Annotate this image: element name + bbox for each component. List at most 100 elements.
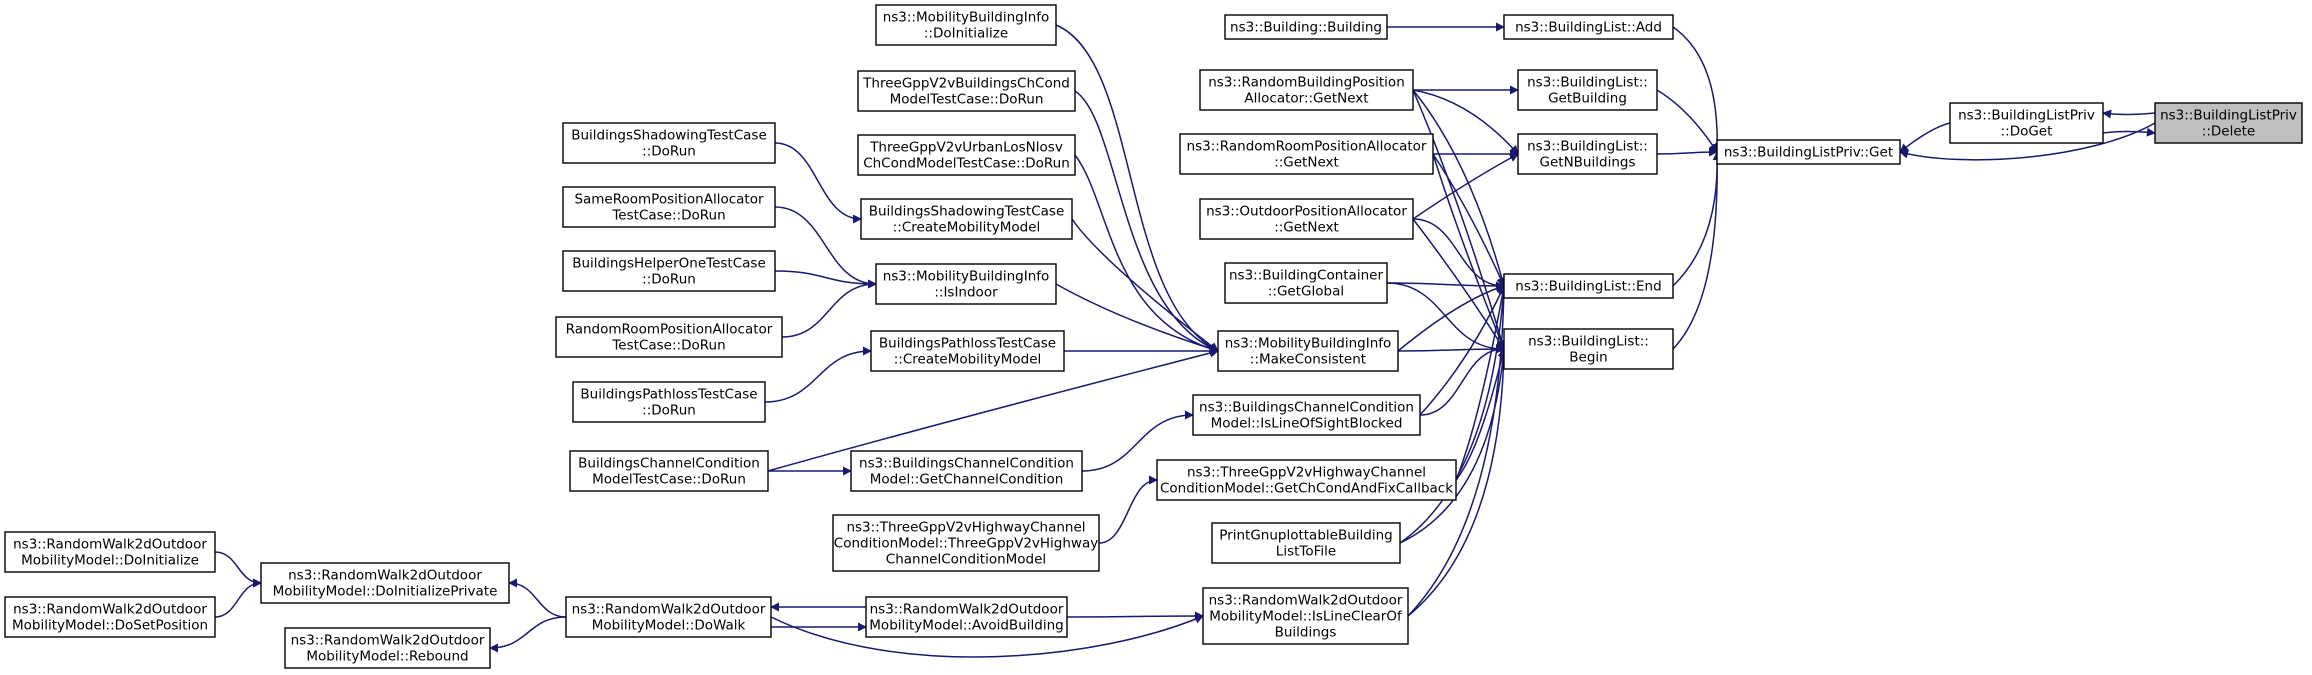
node-bl_getbuilding[interactable]: ns3::BuildingList::GetBuilding: [1517, 69, 1658, 111]
node-bpt_run[interactable]: BuildingsPathlossTestCase::DoRun: [572, 381, 766, 423]
node-rrpa_run[interactable]: RandomRoomPositionAllocatorTestCase::DoR…: [555, 316, 783, 358]
node-bc_global[interactable]: ns3::BuildingContainer::GetGlobal: [1224, 262, 1388, 304]
node-bhot_run[interactable]: BuildingsHelperOneTestCase::DoRun: [562, 250, 776, 292]
node-box[interactable]: [1202, 587, 1409, 645]
node-label: BuildingsHelperOneTestCase: [572, 256, 766, 272]
node-label: ::DoGet: [2001, 124, 2053, 140]
node-box[interactable]: [875, 263, 1057, 305]
node-box[interactable]: [857, 134, 1076, 176]
node-hw_getch[interactable]: ns3::ThreeGppV2vHighwayChannelConditionM…: [1156, 459, 1457, 501]
node-box[interactable]: [860, 198, 1073, 240]
node-bpt_cmm[interactable]: BuildingsPathlossTestCase::CreateMobilit…: [870, 330, 1065, 372]
node-bccm_getcc[interactable]: ns3::BuildingsChannelConditionModel::Get…: [850, 450, 1083, 492]
node-box[interactable]: [2154, 102, 2303, 144]
node-box[interactable]: [832, 514, 1100, 572]
edge-mbi_doinit-to-mbi_make: [1055, 24, 1219, 352]
node-rw_avoid[interactable]: ns3::RandomWalk2dOutdoorMobilityModel::A…: [865, 596, 1068, 638]
node-mbi_doinit[interactable]: ns3::MobilityBuildingInfo::DoInitialize: [875, 4, 1057, 46]
node-box[interactable]: [857, 70, 1076, 112]
node-bst_run[interactable]: BuildingsShadowingTestCase::DoRun: [562, 122, 776, 164]
node-box[interactable]: [572, 381, 766, 423]
node-label: ::DoRun: [642, 144, 696, 160]
node-rw_doinit[interactable]: ns3::RandomWalk2dOutdoorMobilityModel::D…: [4, 531, 216, 573]
node-opa_next[interactable]: ns3::OutdoorPositionAllocator::GetNext: [1199, 198, 1414, 240]
node-label: ListToFile: [1276, 544, 1336, 560]
node-box[interactable]: [569, 450, 769, 492]
node-rw_clear[interactable]: ns3::RandomWalk2dOutdoorMobilityModel::I…: [1202, 587, 1409, 645]
node-box[interactable]: [1949, 102, 2104, 144]
edge-rrpa_run-to-mbi_indoor: [781, 279, 877, 338]
node-label: BuildingsPathlossTestCase: [580, 387, 757, 403]
node-box[interactable]: [565, 596, 772, 638]
node-box[interactable]: [562, 122, 776, 164]
node-rrpa_next[interactable]: ns3::RandomRoomPositionAllocator::GetNex…: [1179, 133, 1434, 175]
node-box[interactable]: [1224, 14, 1388, 40]
node-rw_dip[interactable]: ns3::RandomWalk2dOutdoorMobilityModel::D…: [260, 562, 510, 604]
node-label: TestCase::DoRun: [611, 208, 725, 224]
node-box[interactable]: [1517, 133, 1658, 175]
node-tgv_bld[interactable]: ThreeGppV2vBuildingsChCondModelTestCase:…: [857, 70, 1076, 112]
node-box[interactable]: [1503, 273, 1674, 299]
node-bst_cmm[interactable]: BuildingsShadowingTestCase::CreateMobili…: [860, 198, 1073, 240]
node-box[interactable]: [1199, 69, 1414, 111]
node-hw_ctor[interactable]: ns3::ThreeGppV2vHighwayChannelConditionM…: [832, 514, 1100, 572]
node-box[interactable]: [284, 627, 491, 669]
node-box[interactable]: [562, 250, 776, 292]
node-rbpa_next[interactable]: ns3::RandomBuildingPositionAllocator::Ge…: [1199, 69, 1414, 111]
edge-bl_end-to-privget: [1672, 151, 1722, 287]
node-mbi_make[interactable]: ns3::MobilityBuildingInfo::MakeConsisten…: [1217, 330, 1399, 372]
node-box[interactable]: [1217, 330, 1399, 372]
node-box[interactable]: [1716, 139, 1901, 165]
node-privget[interactable]: ns3::BuildingListPriv::Get: [1716, 139, 1901, 165]
node-label: MobilityModel::Rebound: [306, 649, 468, 665]
node-box[interactable]: [1503, 328, 1674, 370]
node-box[interactable]: [1192, 394, 1421, 436]
edge-bl_getbuilding-to-privget: [1656, 89, 1718, 153]
node-box[interactable]: [1224, 262, 1388, 304]
node-label: ThreeGppV2vBuildingsChCond: [862, 76, 1070, 92]
node-box[interactable]: [865, 596, 1068, 638]
node-label: SameRoomPositionAllocator: [574, 192, 764, 208]
node-label: BuildingsShadowingTestCase: [869, 204, 1065, 220]
node-box[interactable]: [1156, 459, 1457, 501]
node-box[interactable]: [260, 562, 510, 604]
node-box[interactable]: [555, 316, 783, 358]
node-box[interactable]: [1503, 14, 1674, 40]
node-rw_dowalk[interactable]: ns3::RandomWalk2dOutdoorMobilityModel::D…: [565, 596, 772, 638]
node-b_building[interactable]: ns3::Building::Building: [1224, 14, 1388, 40]
edge-bst_cmm-to-mbi_make: [1071, 218, 1219, 352]
edge-opa_next-to-bl_getn: [1412, 153, 1519, 220]
node-rw_rebound[interactable]: ns3::RandomWalk2dOutdoorMobilityModel::R…: [284, 627, 491, 669]
node-label: ConditionModel::ThreeGppV2vHighway: [834, 536, 1098, 552]
node-box[interactable]: [562, 186, 776, 228]
edge-rbpa_next-to-bl_end: [1412, 89, 1507, 287]
node-delete[interactable]: ns3::BuildingListPriv::Delete: [2154, 102, 2303, 144]
node-box[interactable]: [870, 330, 1065, 372]
node-box[interactable]: [850, 450, 1083, 492]
node-bccm_los[interactable]: ns3::BuildingsChannelConditionModel::IsL…: [1192, 394, 1421, 436]
node-label: ns3::RandomWalk2dOutdoor: [291, 633, 485, 649]
node-box[interactable]: [1211, 522, 1401, 564]
node-box[interactable]: [1179, 133, 1434, 175]
node-tgv_urb[interactable]: ThreeGppV2vUrbanLosNlosvChCondModelTestC…: [857, 134, 1076, 176]
node-bl_add[interactable]: ns3::BuildingList::Add: [1503, 14, 1674, 40]
edge-rw_avoid-to-rw_clear: [1066, 611, 1204, 621]
node-rw_setpos[interactable]: ns3::RandomWalk2dOutdoorMobilityModel::D…: [4, 596, 216, 638]
node-doget[interactable]: ns3::BuildingListPriv::DoGet: [1949, 102, 2104, 144]
node-box[interactable]: [1199, 198, 1414, 240]
node-box[interactable]: [1517, 69, 1658, 111]
node-label: MobilityModel::AvoidBuilding: [869, 618, 1063, 634]
node-box[interactable]: [4, 596, 216, 638]
node-bl_getn[interactable]: ns3::BuildingList::GetNBuildings: [1517, 133, 1658, 175]
node-label: ns3::BuildingListPriv: [2160, 108, 2297, 124]
node-box[interactable]: [4, 531, 216, 573]
node-mbi_indoor[interactable]: ns3::MobilityBuildingInfo::IsIndoor: [875, 263, 1057, 305]
node-box[interactable]: [875, 4, 1057, 46]
node-label: ThreeGppV2vUrbanLosNlosv: [869, 140, 1063, 156]
node-bl_end[interactable]: ns3::BuildingList::End: [1503, 273, 1674, 299]
node-bl_begin[interactable]: ns3::BuildingList::Begin: [1503, 328, 1674, 370]
node-label: ns3::RandomWalk2dOutdoor: [572, 602, 766, 618]
node-bcct_run[interactable]: BuildingsChannelConditionModelTestCase::…: [569, 450, 769, 492]
